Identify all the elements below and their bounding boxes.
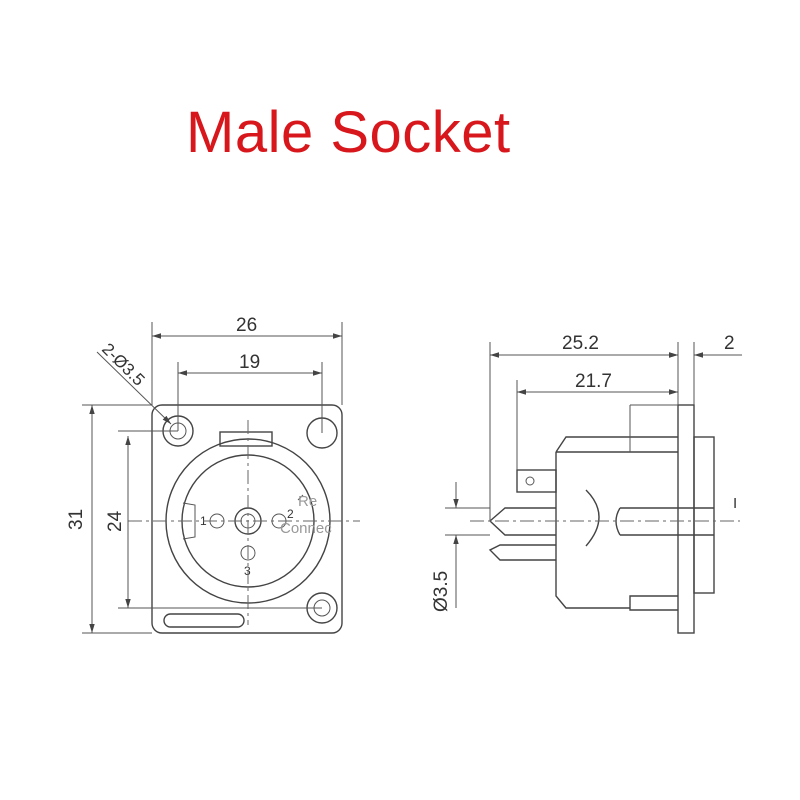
dim-height-overall: 31 — [66, 404, 152, 634]
dim-depth-overall: 25.2 — [489, 333, 695, 521]
dim-19-label: 19 — [239, 352, 260, 373]
dim-mount-holes-label: 2-Ø3.5 — [98, 339, 148, 389]
dim-height-holes: 24 — [105, 430, 322, 609]
side-view: I 25.2 2 21.7 Ø3.5 — [431, 333, 742, 634]
dim-width-overall: 26 — [151, 315, 343, 405]
panel-plate — [677, 404, 695, 634]
release-slot — [163, 613, 245, 628]
latch-curve — [585, 489, 600, 547]
dim-depth-body: 21.7 — [516, 371, 678, 470]
solder-tab-bottom — [488, 544, 556, 561]
dim-mount-holes: 2-Ø3.5 — [96, 339, 172, 425]
front-shroud — [693, 436, 715, 594]
connector-body — [555, 436, 678, 611]
page-title: Male Socket — [186, 100, 511, 165]
pin-2-label: 2 — [287, 507, 294, 521]
watermark-line-2: Connec — [280, 520, 332, 537]
side-marker: I — [733, 495, 737, 512]
solder-tab-top — [516, 469, 557, 493]
latch-tab — [219, 431, 273, 447]
dim-hole-spacing: 19 — [177, 352, 323, 433]
front-view: 1 2 3 Re Connec 26 19 31 — [66, 315, 360, 634]
dim-panel-thickness: 2 — [660, 333, 742, 358]
dim-26-label: 26 — [236, 315, 257, 336]
dim-21-7-label: 21.7 — [575, 371, 612, 392]
front-flange — [151, 404, 343, 634]
dim-31-label: 31 — [66, 509, 87, 530]
dim-24-label: 24 — [105, 510, 126, 532]
dim-pin-diameter: Ø3.5 — [431, 482, 490, 612]
watermark-line-1: Re — [298, 493, 317, 510]
dim-2-label: 2 — [724, 333, 735, 354]
dim-pin-diameter-label: Ø3.5 — [431, 571, 452, 612]
dim-25-2-label: 25.2 — [562, 333, 599, 354]
